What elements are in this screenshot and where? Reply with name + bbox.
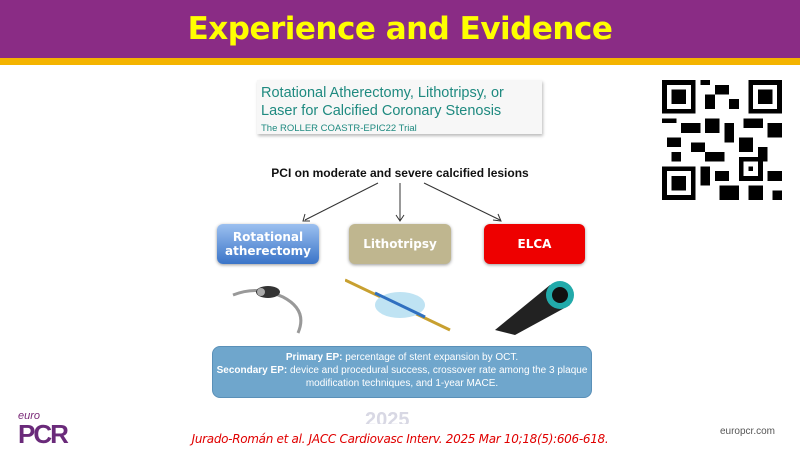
accent-stripe (0, 58, 800, 65)
watermark: 2025 (365, 410, 410, 424)
arrow-left (304, 182, 379, 221)
endpoints-box: Primary EP: percentage of stent expansio… (212, 346, 592, 398)
citation: Jurado-Román et al. JACC Cardiovasc Inte… (191, 432, 609, 446)
slide-title: Experience and Evidence (187, 11, 613, 47)
box-rotational-atherectomy: Rotational atherectomy (217, 224, 319, 264)
paper-subtitle: The ROLLER COASTR-EPIC22 Trial (261, 123, 417, 134)
primary-ep-text: percentage of stent expansion by OCT. (342, 352, 519, 363)
lithotripsy-image (345, 278, 451, 332)
primary-ep-label: Primary EP: (285, 352, 343, 363)
laser-catheter-image (495, 281, 574, 335)
secondary-ep-label: Secondary EP: (216, 365, 288, 376)
box-elca: ELCA (484, 224, 585, 264)
title-bar: Experience and Evidence (0, 0, 800, 58)
paper-header-image: Rotational Atherectomy, Lithotripsy, or … (257, 80, 542, 134)
logo-euro: euro (18, 410, 41, 422)
diagram-root: PCI on moderate and severe calcified les… (271, 166, 529, 180)
logo-pcr: PCR (18, 419, 69, 449)
box-lithotripsy: Lithotripsy (349, 224, 451, 264)
arrow-right (423, 182, 501, 221)
website-link[interactable]: europcr.com (719, 426, 775, 437)
europcr-logo: euro PCR (18, 410, 69, 449)
secondary-ep-text: device and procedural success, crossover… (287, 365, 588, 389)
qr-code[interactable] (662, 80, 782, 200)
paper-title: Rotational Atherectomy, Lithotripsy, or … (261, 85, 504, 119)
rotablator-image (232, 286, 303, 334)
